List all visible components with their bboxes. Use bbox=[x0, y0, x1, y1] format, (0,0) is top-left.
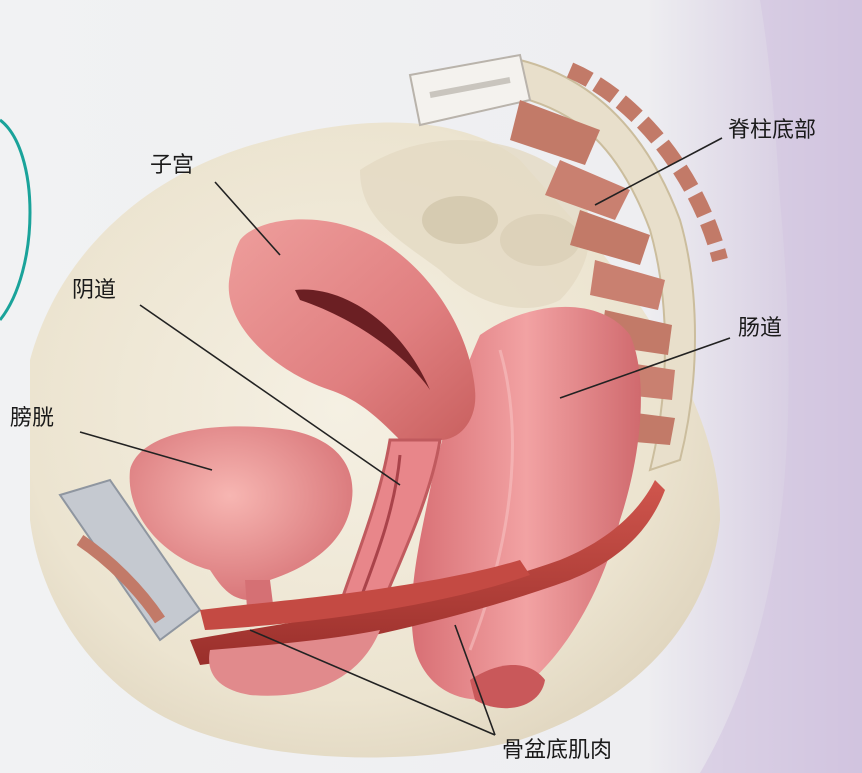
uterus-label: 子宫 bbox=[150, 155, 194, 177]
bladder-label: 膀胱 bbox=[10, 408, 54, 430]
cavity-fold bbox=[422, 196, 498, 244]
vagina-label: 阴道 bbox=[72, 280, 116, 302]
spine-base-label: 脊柱底部 bbox=[728, 120, 816, 142]
cavity-fold bbox=[500, 214, 580, 266]
bowel-label: 肠道 bbox=[738, 318, 782, 340]
pelvic-floor-label: 骨盆底肌肉 bbox=[502, 740, 612, 762]
